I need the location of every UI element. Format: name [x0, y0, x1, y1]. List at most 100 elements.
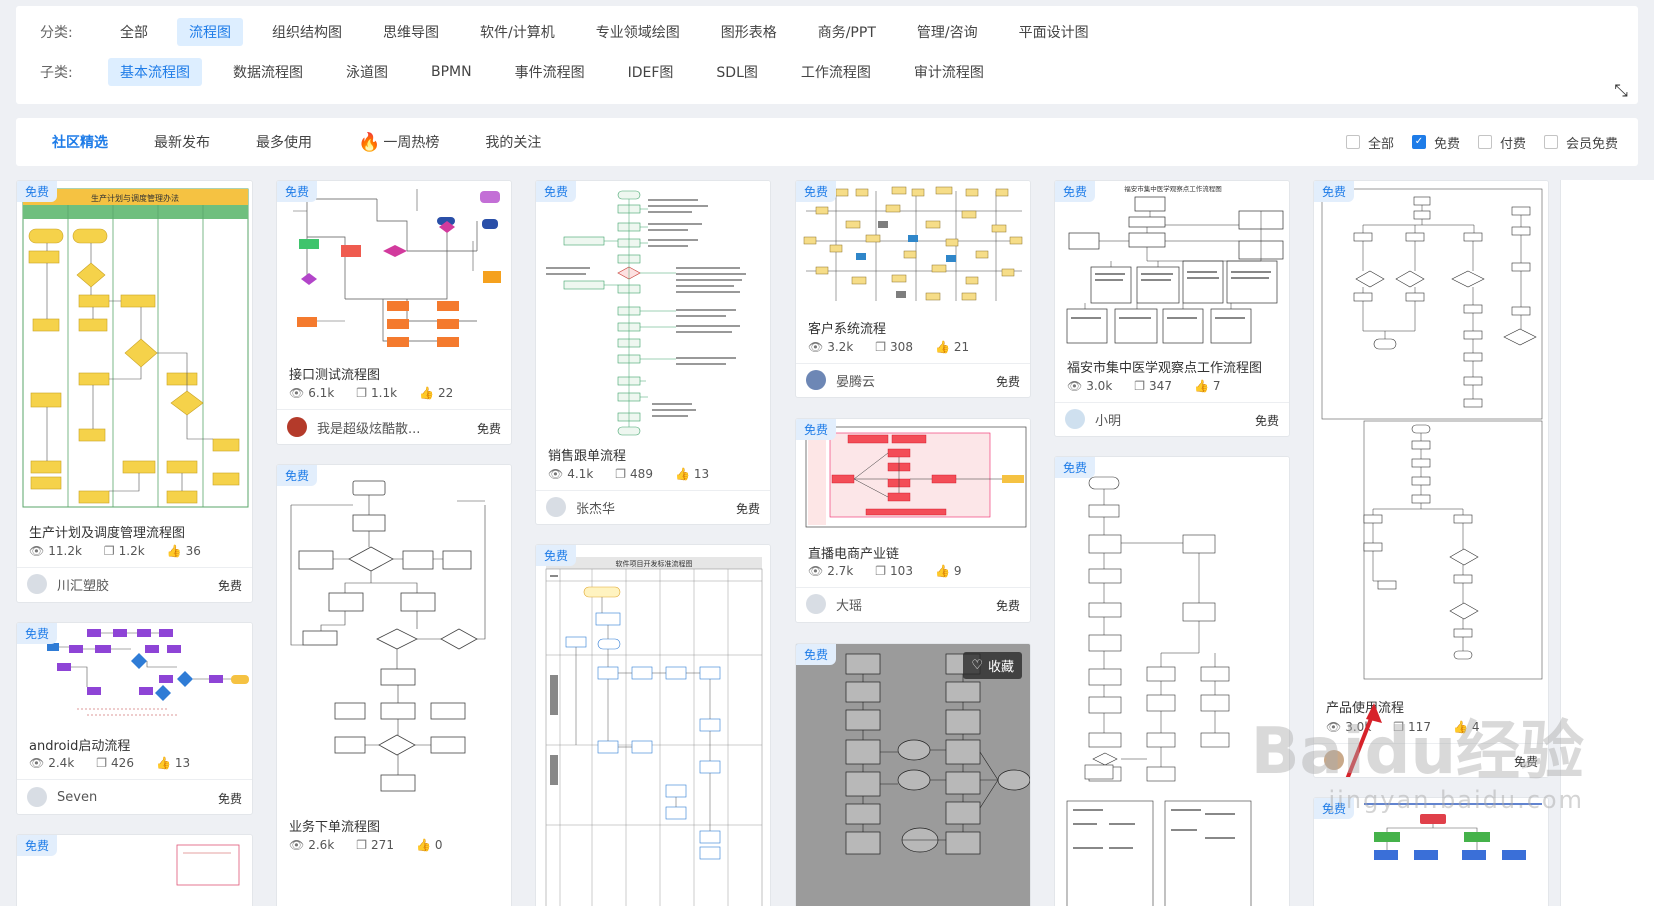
card-thumbnail[interactable] [277, 465, 511, 810]
checkbox-icon [1477, 135, 1492, 149]
view-count: 2.6k [308, 838, 335, 852]
copy-icon: ❐ [356, 838, 368, 852]
card-author[interactable]: 小明 [1065, 408, 1121, 430]
category-chip-active[interactable]: 流程图 [177, 18, 243, 46]
card-stats: 👁3.2k ❐308 👍21 [808, 339, 991, 355]
avatar [806, 594, 826, 614]
template-card[interactable]: 生产计划与调度管理办法 免费 [16, 180, 253, 603]
tab-weekly-hot[interactable]: 🔥一周热榜 [358, 132, 439, 153]
card-thumbnail[interactable]: 生产计划与调度管理办法 [17, 181, 252, 511]
card-title[interactable]: 直播电商产业链 [808, 547, 900, 562]
card-thumbnail[interactable] [277, 181, 511, 359]
card-thumbnail[interactable] [796, 419, 1030, 539]
subcategory-chip[interactable]: 工作流程图 [800, 65, 871, 81]
card-thumbnail[interactable] [17, 835, 252, 906]
template-card[interactable]: 软件项目开发标准流程图 免费 [535, 544, 771, 906]
card-title[interactable]: 生产计划及调度管理流程图 [29, 526, 186, 541]
category-chip[interactable]: 专业领域绘图 [595, 25, 680, 41]
tab-following[interactable]: 我的关注 [485, 135, 542, 151]
card-author[interactable]: 大瑶 [806, 593, 862, 615]
subcategory-chip[interactable]: SDL图 [716, 65, 758, 81]
card-stats: 👁6.1k ❐1.1k 👍22 [289, 385, 475, 401]
category-chip[interactable]: 图形表格 [720, 25, 777, 41]
copy-count: 1.1k [371, 386, 398, 400]
category-row: 分类: 全部 流程图 组织结构图 思维导图 软件/计算机 专业领域绘图 图形表格… [16, 18, 1118, 46]
subcategory-chip-active[interactable]: 基本流程图 [108, 58, 202, 86]
template-card[interactable]: 免费 接口测试流程图 👁6.1k ❐1.1k 👍22 我是超级炫酷散... 免费 [276, 180, 512, 445]
card-divider [17, 779, 252, 780]
template-card[interactable]: 免费 [1313, 797, 1549, 906]
filter-member-free-checkbox[interactable]: 会员免费 [1543, 133, 1618, 152]
view-count: 3.0k [1086, 379, 1113, 393]
free-badge: 免费 [536, 181, 577, 202]
template-card[interactable]: 免费 销售跟单流程 👁4.1k ❐489 👍13 张杰华 免费 [535, 180, 771, 525]
category-chip[interactable]: 管理/咨询 [916, 25, 978, 41]
template-card[interactable]: 免费 客户系统流程 👁3.2k ❐308 👍21 晏腾云 免费 [795, 180, 1031, 398]
card-author[interactable]: 张杰华 [546, 496, 615, 518]
card-author[interactable]: 川汇塑胶 [27, 573, 109, 595]
eye-icon: 👁 [289, 386, 305, 400]
free-badge: 免费 [1055, 457, 1096, 478]
card-title[interactable]: android启动流程 [29, 739, 131, 754]
category-chip[interactable]: 组织结构图 [272, 25, 342, 41]
subcategory-chip[interactable]: 事件流程图 [514, 65, 585, 81]
copy-count: 271 [371, 838, 394, 852]
subcategory-chip[interactable]: IDEF图 [627, 65, 674, 81]
template-card[interactable]: 免费 [16, 834, 253, 906]
filter-free-checkbox[interactable]: ✓免费 [1411, 133, 1460, 152]
category-chip[interactable]: 全部 [120, 25, 148, 41]
copy-icon: ❐ [356, 386, 368, 400]
template-card[interactable]: 免费 产品使用流程 👁3.0k ❐117 👍4 免费 [1313, 180, 1549, 778]
card-divider [1055, 402, 1289, 403]
card-title[interactable]: 福安市集中医学观察点工作流程图 [1067, 361, 1263, 376]
category-chip[interactable]: 软件/计算机 [480, 25, 555, 41]
card-author[interactable]: 晏腾云 [806, 369, 875, 391]
free-badge: 免费 [796, 644, 837, 665]
favorite-button[interactable]: ♡收藏 [963, 652, 1022, 679]
eye-icon: 👁 [289, 838, 305, 852]
card-thumbnail[interactable] [536, 181, 770, 441]
tab-featured[interactable]: 社区精选 [52, 135, 108, 151]
template-card[interactable]: 免费 ♡收藏 [795, 643, 1031, 906]
card-thumbnail[interactable] [1314, 181, 1548, 691]
category-chip[interactable]: 商务/PPT [817, 25, 876, 41]
category-chip[interactable]: 平面设计图 [1018, 25, 1089, 41]
card-author[interactable]: 我是超级炫酷散... [287, 416, 420, 438]
like-count: 21 [953, 340, 970, 354]
card-title[interactable]: 业务下单流程图 [289, 820, 381, 835]
expand-icon[interactable]: ⤡ [1614, 81, 1628, 101]
copy-count: 489 [630, 467, 653, 481]
subcategory-label: 子类: [40, 65, 73, 81]
card-title[interactable]: 接口测试流程图 [289, 368, 381, 383]
like-count: 13 [174, 756, 191, 770]
filter-paid-checkbox[interactable]: 付费 [1477, 133, 1526, 152]
card-thumbnail[interactable]: 福安市集中医学观察点工作流程图 [1055, 181, 1289, 353]
template-card[interactable]: 免费 android启动流程 👁2.4k ❐426 👍13 Seven 免费 [16, 622, 253, 815]
subcategory-chip[interactable]: BPMN [431, 64, 472, 80]
category-chip[interactable]: 思维导图 [383, 25, 439, 41]
card-thumbnail[interactable]: 软件项目开发标准流程图 [536, 545, 770, 906]
card-thumbnail[interactable] [1055, 457, 1289, 906]
card-thumbnail[interactable] [796, 644, 1030, 906]
card-title[interactable]: 客户系统流程 [808, 322, 887, 337]
thumbs-up-icon: 👍 [166, 544, 182, 558]
card-title[interactable]: 销售跟单流程 [548, 449, 627, 464]
subcategory-chip[interactable]: 泳道图 [346, 65, 388, 81]
card-stats: 👁2.6k ❐271 👍0 [289, 837, 465, 853]
subcategory-chip[interactable]: 审计流程图 [913, 65, 984, 81]
tab-latest[interactable]: 最新发布 [154, 135, 210, 151]
card-divider [536, 490, 770, 491]
template-card[interactable]: 免费 业务下单流程图 👁2.6k ❐271 👍0 [276, 464, 512, 906]
tab-most-used[interactable]: 最多使用 [256, 135, 312, 151]
filter-all-checkbox[interactable]: 全部 [1345, 133, 1394, 152]
subcategory-chip[interactable]: 数据流程图 [233, 65, 303, 81]
free-badge: 免费 [17, 623, 58, 644]
template-card[interactable]: 免费 直播电商产业链 👁2.7k ❐103 👍9 大瑶 免费 [795, 418, 1031, 623]
template-card[interactable]: 福安市集中医学观察点工作流程图 免费 福安市集中医学观察点工作流程图 👁3.0k… [1054, 180, 1290, 437]
card-author[interactable] [1324, 749, 1354, 771]
card-thumbnail[interactable] [796, 181, 1030, 315]
template-card[interactable]: 免费 [1054, 456, 1290, 906]
card-author[interactable]: Seven [27, 786, 97, 808]
fire-icon: 🔥 [358, 131, 381, 153]
card-divider [17, 567, 252, 568]
